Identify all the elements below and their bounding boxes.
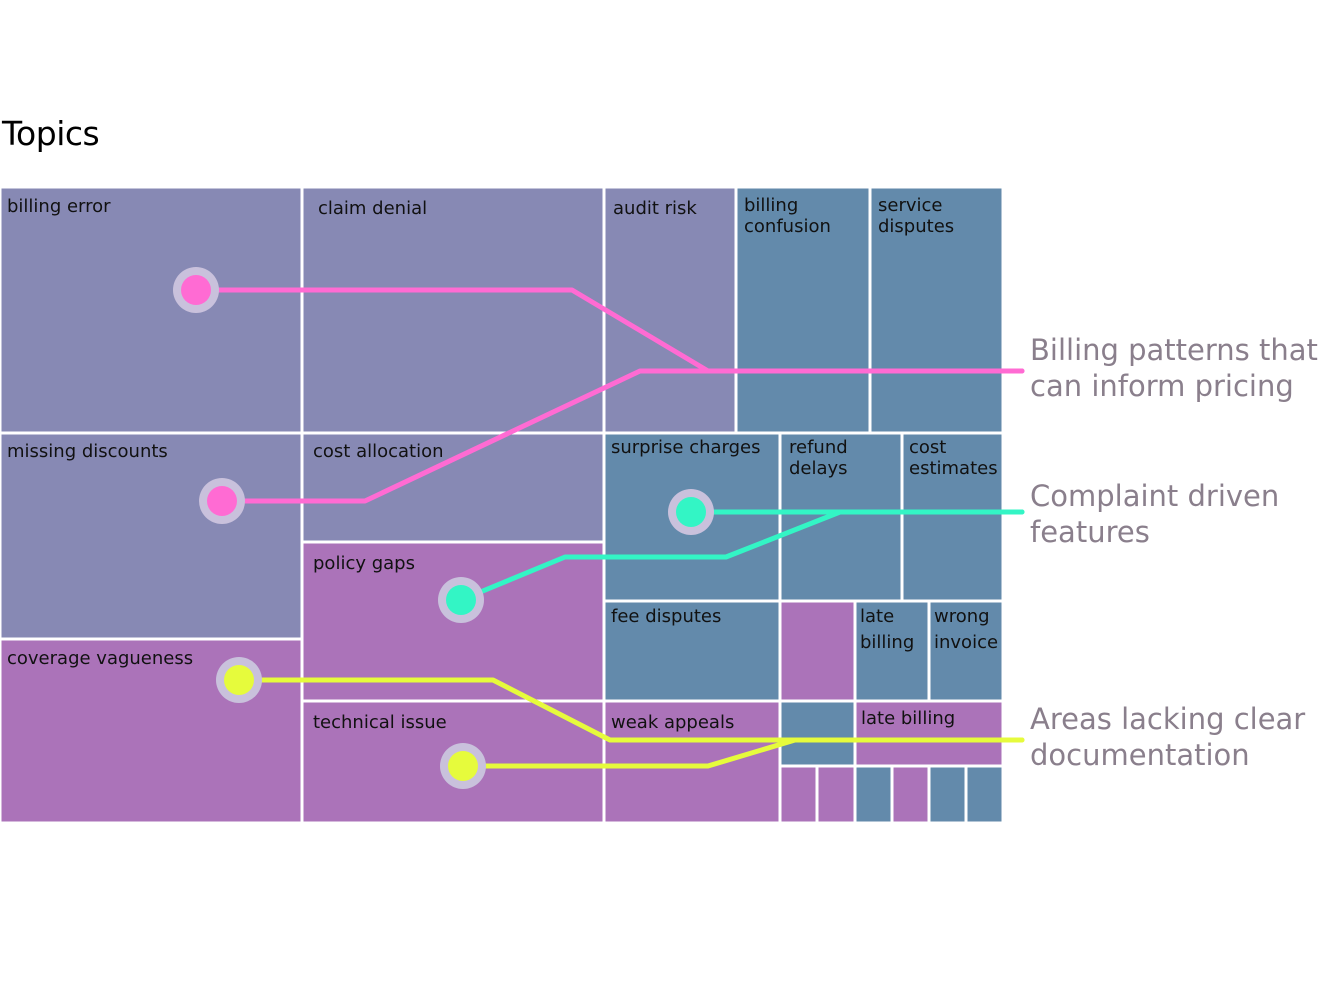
label-coverage-vagueness: coverage vagueness (7, 648, 193, 669)
tile-small-2[interactable] (815, 764, 857, 825)
tile-refund-delays[interactable] (778, 431, 904, 603)
label-late-billing-small: late billing (860, 606, 914, 653)
marker-dot (207, 486, 237, 516)
tile-missing-discounts[interactable] (0, 431, 304, 641)
tile-late-billing[interactable] (853, 699, 1005, 768)
tile-weak-appeals[interactable] (602, 699, 782, 825)
callout-billing-patterns: Billing patterns that can inform pricing (1030, 332, 1318, 404)
label-policy-gaps: policy gaps (313, 553, 415, 574)
callout-documentation-line2: documentation (1030, 738, 1250, 772)
tile-billing-error[interactable] (0, 185, 304, 435)
marker-dot (224, 665, 254, 695)
marker-billing-error[interactable] (173, 267, 219, 313)
label-weak-appeals: weak appeals (611, 712, 734, 733)
callout-billing-patterns-line1: Billing patterns that (1030, 333, 1318, 367)
marker-policy-gaps[interactable] (438, 577, 484, 623)
label-billing-confusion-line2: confusion (744, 216, 831, 237)
callout-complaint-features-line1: Complaint driven (1030, 479, 1280, 513)
callout-complaint-features-line2: features (1030, 515, 1150, 549)
tile-unlabeled-purple[interactable] (778, 599, 857, 703)
label-surprise-charges: surprise charges (611, 437, 760, 458)
tile-unlabeled-steel-a[interactable] (778, 699, 857, 768)
label-cost-estimates-line2: estimates (909, 458, 998, 479)
marker-technical-issue[interactable] (440, 743, 486, 789)
label-refund-delays-line2: delays (789, 458, 848, 479)
feature-line-from-policy-gaps (458, 509, 1025, 603)
label-late-billing: late billing (861, 708, 955, 729)
label-audit-risk: audit risk (613, 198, 697, 219)
billing-line-from-missing-discounts (219, 368, 1025, 504)
tile-labels: billing error claim denial audit risk bi… (7, 195, 998, 733)
label-billing-error: billing error (7, 196, 111, 217)
marker-dot (181, 275, 211, 305)
label-wrong-invoice: wrong invoice (934, 606, 998, 653)
label-service-disputes: service disputes (878, 195, 954, 237)
tile-late-billing-small[interactable] (853, 599, 931, 703)
tile-claim-denial[interactable] (300, 185, 606, 435)
marker-missing-discounts[interactable] (199, 478, 245, 524)
callout-documentation-line1: Areas lacking clear (1030, 702, 1306, 736)
tile-small-4[interactable] (890, 764, 931, 825)
label-billing-confusion-line1: billing (744, 195, 798, 216)
callout-billing-patterns-line2: can inform pricing (1030, 369, 1294, 403)
tile-small-3[interactable] (853, 764, 894, 825)
marker-coverage-vagueness[interactable] (216, 657, 262, 703)
tile-service-disputes[interactable] (868, 185, 1005, 435)
tile-small-6[interactable] (964, 764, 1005, 825)
marker-surprise-charges[interactable] (668, 489, 714, 535)
label-missing-discounts: missing discounts (7, 441, 168, 462)
label-refund-delays-line1: refund (789, 437, 848, 458)
tile-fee-disputes[interactable] (602, 599, 782, 703)
label-wrong-invoice-line2: invoice (934, 632, 998, 653)
label-service-disputes-line2: disputes (878, 216, 954, 237)
label-refund-delays: refund delays (789, 437, 853, 479)
label-billing-confusion: billing confusion (744, 195, 831, 237)
page-title: Topics (2, 114, 100, 153)
label-cost-estimates: cost estimates (909, 437, 998, 479)
connector-lines (193, 287, 1025, 769)
callout-documentation: Areas lacking clear documentation (1030, 701, 1305, 773)
tile-small-5[interactable] (927, 764, 968, 825)
tile-audit-risk[interactable] (602, 185, 738, 435)
documentation-line-from-technical-issue (460, 737, 1025, 769)
topic-markers (173, 267, 714, 789)
label-late-billing-small-line2: billing (860, 632, 914, 653)
tile-billing-confusion[interactable] (734, 185, 872, 435)
treemap-tiles (0, 185, 1005, 825)
marker-dot (446, 585, 476, 615)
tile-cost-allocation[interactable] (300, 431, 606, 544)
label-technical-issue: technical issue (313, 712, 447, 733)
label-late-billing-small-line1: late (860, 606, 894, 627)
label-wrong-invoice-line1: wrong (934, 606, 990, 627)
label-cost-estimates-line1: cost (909, 437, 946, 458)
tile-surprise-charges[interactable] (602, 431, 782, 603)
marker-dot (448, 751, 478, 781)
tile-small-1[interactable] (778, 764, 819, 825)
label-service-disputes-line1: service (878, 195, 942, 216)
marker-dot (676, 497, 706, 527)
tile-wrong-invoice[interactable] (927, 599, 1005, 703)
label-cost-allocation: cost allocation (313, 441, 444, 462)
label-fee-disputes: fee disputes (611, 606, 721, 627)
tile-cost-estimates[interactable] (900, 431, 1005, 603)
label-claim-denial: claim denial (318, 198, 427, 219)
callout-complaint-features: Complaint driven features (1030, 478, 1279, 550)
